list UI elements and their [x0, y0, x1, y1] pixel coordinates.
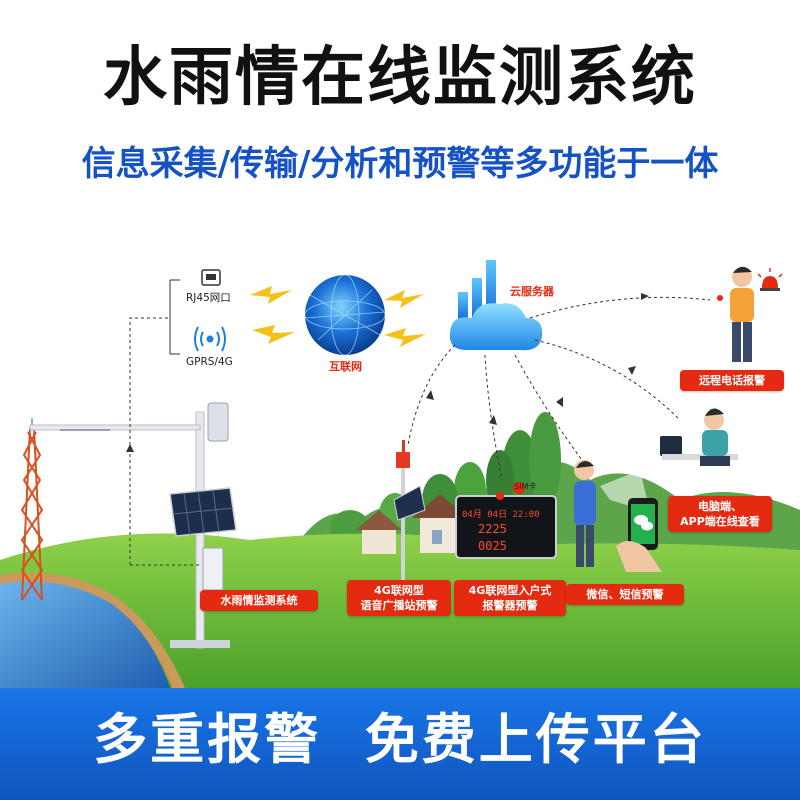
gprs-label: GPRS/4G: [186, 356, 233, 368]
footer-left-text: 多重报警: [93, 708, 322, 771]
tag-broadcast-station: 4G联网型 语音广播站预警: [347, 580, 451, 616]
tag-pc-app-line1: 电脑端、: [698, 500, 742, 513]
chat-bubble-icon: [717, 295, 723, 301]
header: 水雨情在线监测系统 信息采集/传输/分析和预警等多功能于一体: [0, 0, 800, 200]
person-on-call: [730, 266, 754, 362]
link-arrow-icons: [426, 293, 649, 425]
river-bank: [0, 572, 185, 688]
tag-broadcast-line2: 语音广播站预警: [360, 599, 438, 612]
display-reading-2: 0025: [478, 539, 507, 553]
tag-wechat-sms: 微信、短信预警: [566, 584, 684, 605]
signal-lightning-icons: [250, 286, 426, 347]
tag-household-alarm: 4G联网型入户式 报警器预警: [454, 580, 566, 616]
page-title: 水雨情在线监测系统: [103, 41, 697, 115]
monitoring-pole: [29, 402, 237, 649]
tag-pc-app: 电脑端、 APP端在线查看: [668, 496, 772, 532]
tag-broadcast-line1: 4G联网型: [374, 584, 424, 597]
arrow-up-icon: [126, 444, 134, 452]
lattice-tower: [20, 427, 44, 601]
tag-household-line1: 4G联网型入户式: [468, 584, 552, 597]
internet-label: 互联网: [329, 360, 362, 373]
footer-banner: 多重报警 免费上传平台: [0, 688, 800, 800]
household-alarm-device: [455, 482, 557, 559]
alarm-light-icon: [757, 268, 783, 291]
cloud-links: [407, 296, 711, 481]
house-left: [412, 494, 468, 553]
tag-monitoring-system: 水雨情监测系统: [200, 590, 318, 611]
display-reading-1: 2225: [478, 522, 507, 536]
bracket-line: [169, 279, 180, 355]
display-datetime: 04月 04日 22:00: [462, 509, 540, 520]
person-at-computer: [660, 408, 738, 466]
wechat-phone: [616, 498, 662, 572]
page-subtitle: 信息采集/传输/分析和预警等多功能于一体: [81, 144, 719, 184]
tag-remote-call: 远程电话报警: [680, 370, 784, 391]
tag-household-line2: 报警器预警: [482, 599, 538, 612]
footer-right-text: 免费上传平台: [364, 708, 707, 771]
cloud-server-icon: [449, 260, 543, 351]
footer-text: 多重报警 免费上传平台: [0, 708, 800, 772]
broadcast-station: [393, 440, 426, 593]
rj45-icon: [201, 269, 221, 286]
rj45-label: RJ45网口: [186, 292, 231, 304]
tag-pc-app-line2: APP端在线查看: [680, 515, 760, 528]
footer-band: [0, 688, 800, 800]
house-center: [356, 510, 402, 554]
cloud-server-label: 云服务器: [510, 285, 554, 298]
river: [0, 577, 170, 688]
dashed-station-link: [129, 317, 200, 566]
antenna-signal-icon: [194, 326, 226, 352]
globe-icon: [304, 274, 386, 356]
sim-label: SIM卡: [514, 481, 536, 491]
solar-panel: [169, 487, 237, 537]
